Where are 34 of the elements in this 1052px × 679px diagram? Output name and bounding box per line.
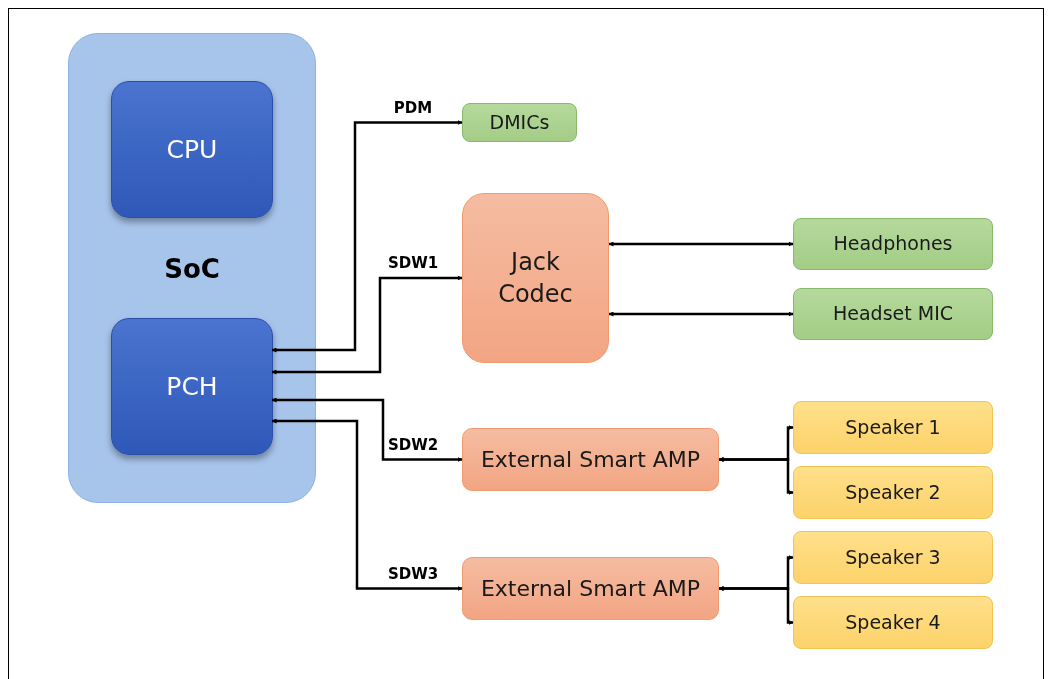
amp-block [462,428,719,491]
node-label: Headphones [833,231,953,257]
node-label: Speaker 2 [845,479,941,505]
device-box [793,288,993,340]
cpu-block [111,81,273,218]
connector-arrow [271,418,463,591]
codec-block [462,193,609,363]
connector-arrow [608,311,794,317]
soc-label: SoC [163,254,221,284]
connector-arrow [271,397,463,462]
node-label: DMICs [489,109,550,135]
node-label: Jack Codec [497,246,574,310]
speaker-box [793,466,993,519]
node-label: CPU [166,133,218,166]
pch-block [111,318,273,455]
connector-arrow [718,457,794,495]
node-label: Speaker 3 [845,544,941,570]
node-label: Speaker 4 [845,609,941,635]
connector-arrow [271,120,463,353]
node-label: Headset MIC [833,301,953,327]
node-label: External Smart AMP [480,445,701,474]
amp-block [462,557,719,620]
connector-arrow [718,586,794,625]
connector-arrow [271,275,463,375]
speaker-box [793,596,993,649]
connector-arrow [608,241,794,247]
speaker-box [793,531,993,584]
node-label: PCH [166,370,218,403]
node-label: Speaker 1 [845,414,941,440]
device-box [793,218,993,270]
device-box [462,103,577,142]
node-label: External Smart AMP [480,574,701,603]
speaker-box [793,401,993,454]
soc-panel [68,33,316,503]
